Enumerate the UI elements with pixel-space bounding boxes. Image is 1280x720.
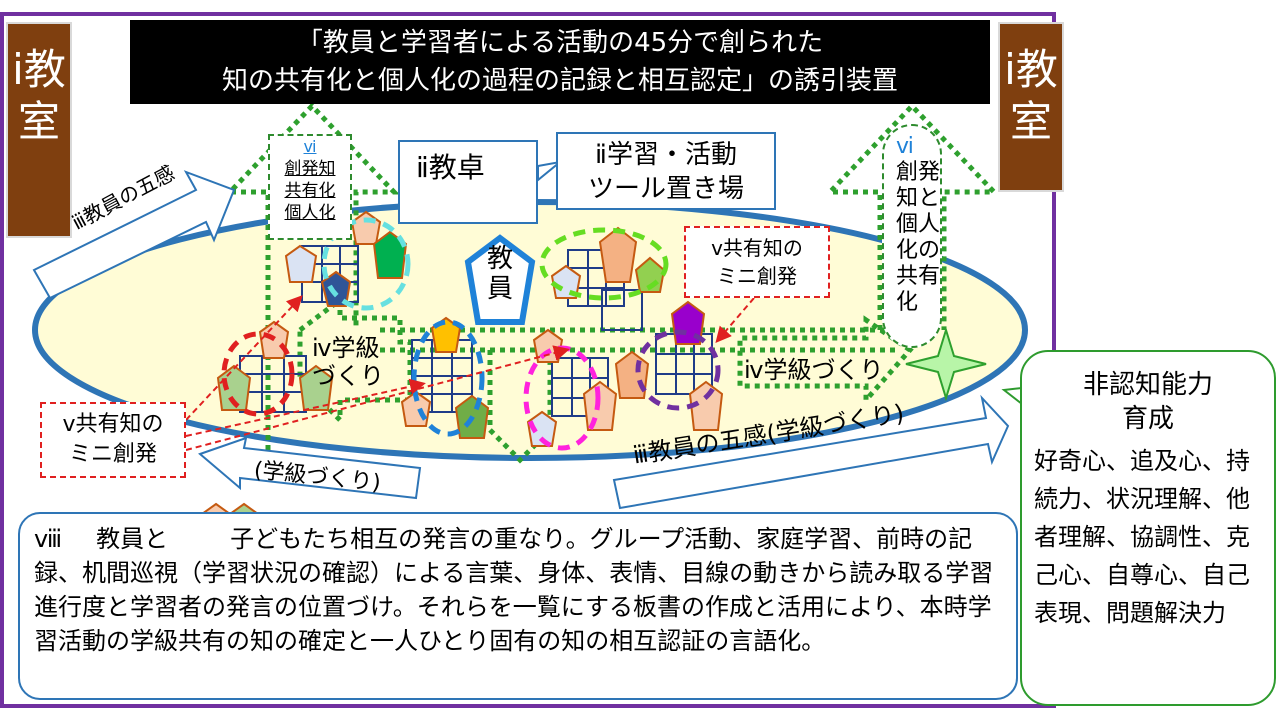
- explanation-part-2: 子どもたち相互の発言の重なり。グループ活動、家庭学習、前時の記録、机間巡視（学習…: [34, 525, 994, 655]
- senses-bottom-arrow: [198, 436, 422, 500]
- explanation-box: ⅷ 教員と子どもたち相互の発言の重なり。グループ活動、家庭学習、前時の記録、机間巡…: [18, 512, 1018, 700]
- mini-left-line-2: ミニ創発: [68, 442, 157, 467]
- teacher-label: 教員: [486, 244, 513, 304]
- emergent-left-line-1: 創発知: [284, 159, 336, 179]
- explanation-num: ⅷ: [34, 525, 63, 553]
- tools-box: ⅱ学習・活動 ツール置き場: [556, 132, 776, 210]
- emergent-right-text: 創発知と個人化の共有化: [896, 160, 941, 315]
- emergent-left-line-2: 共有化: [284, 181, 336, 201]
- mini-emergence-box-left: ⅴ共有知の ミニ創発: [40, 402, 186, 478]
- class-build-left-line-2: づくり: [312, 362, 384, 390]
- emergent-box-left: ⅵ 創発知 共有化 個人化: [268, 134, 352, 240]
- senses-arrows: [32, 170, 1010, 510]
- mini-left-line-1: ⅴ共有知の: [62, 412, 164, 437]
- senses-right-arrow: [612, 394, 1010, 510]
- noncog-body: 好奇心、追及心、持続力、状況理解、他者理解、協調性、克己心、自尊心、自己表現、問…: [1034, 447, 1250, 627]
- senses-left-arrow: [32, 170, 236, 300]
- desk-box: ⅱ教卓: [398, 140, 538, 224]
- student-pentagons: [216, 210, 724, 447]
- desk-label: ⅱ教卓: [416, 151, 485, 184]
- title-line-1: 「教員と学習者による活動の45分で創られた: [296, 28, 824, 58]
- emergent-left-num: ⅵ: [303, 137, 317, 156]
- emergence-circles: [221, 217, 721, 451]
- class-build-right-arrow: [737, 315, 914, 407]
- star-icon: [905, 326, 987, 402]
- class-build-left-arrow: [297, 295, 413, 427]
- noncognitive-box: 非認知能力 育成 好奇心、追及心、持続力、状況理解、他者理解、協調性、克己心、自…: [1020, 350, 1276, 706]
- mini-right-line-1: ⅴ共有知の: [711, 236, 803, 260]
- teacher-pentagon: [464, 234, 536, 325]
- class-build-left-label: ⅳ学級 づくり: [312, 334, 402, 390]
- title-line-2: 知の共有化と個人化の過程の記録と相互認定」の誘引装置: [221, 66, 898, 96]
- tools-line-2: ツール置き場: [587, 174, 744, 204]
- desk-callout-tail: [537, 160, 564, 183]
- classroom-label-right: ⅰ教室: [998, 22, 1064, 192]
- class-build-left-line-1: ⅳ学級: [312, 334, 380, 362]
- mini-emergence-box-right: ⅴ共有知の ミニ創発: [684, 226, 830, 298]
- tools-line-1: ⅱ学習・活動: [595, 140, 737, 170]
- emergent-left-line-3: 個人化: [284, 203, 336, 223]
- emergent-right-num: ⅵ: [896, 134, 914, 159]
- title-box: 「教員と学習者による活動の45分で創られた 知の共有化と個人化の過程の記録と相互…: [130, 20, 990, 104]
- mini-right-line-2: ミニ創発: [717, 264, 797, 288]
- class-build-right-label: ⅳ学級づくり: [744, 356, 884, 384]
- noncog-title-line-2: 育成: [1121, 404, 1174, 434]
- noncog-title-line-1: 非認知能力: [1082, 370, 1213, 400]
- red-pointers: [185, 295, 755, 451]
- explanation-part-1: 教員と: [96, 525, 169, 553]
- classroom-label-left: ⅰ教室: [6, 22, 72, 238]
